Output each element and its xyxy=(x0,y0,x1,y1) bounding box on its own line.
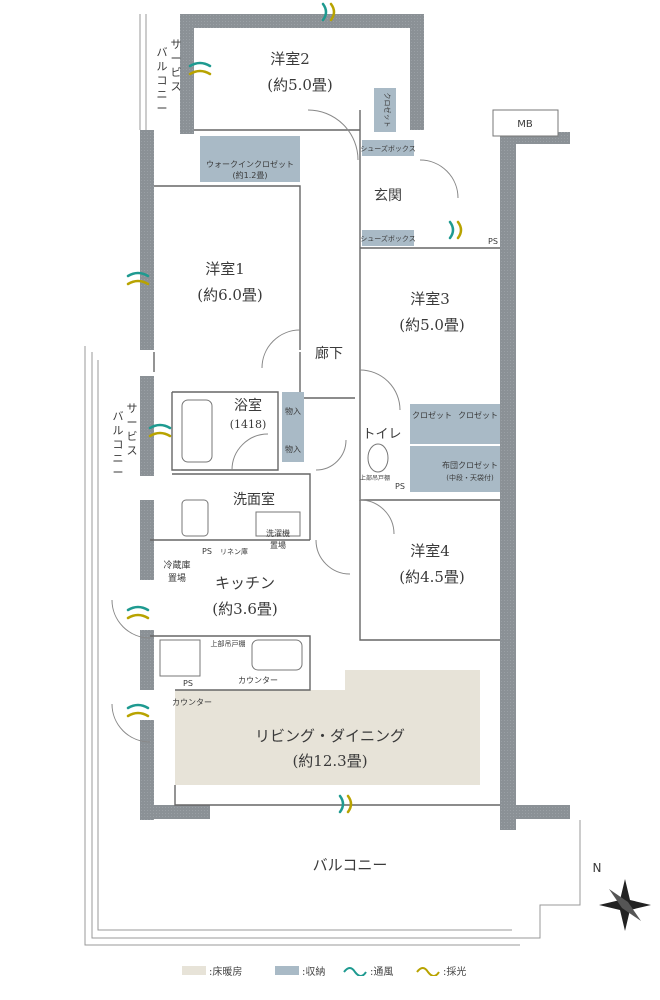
service-left-5: バ xyxy=(113,410,124,423)
legend-wind: :通風 xyxy=(343,963,394,978)
western1-size: (約6.0畳) xyxy=(197,286,263,304)
ps-toilet-label: PS xyxy=(395,482,405,491)
wind-mark-top xyxy=(321,2,336,22)
bathroom-name: 浴室 xyxy=(234,397,262,414)
service-top-9: ー xyxy=(157,102,168,115)
legend: :床暖房 :収納 :通風 :採光 xyxy=(0,958,660,982)
fridge-label-1: 冷蔵庫 xyxy=(163,559,190,571)
western3-size: (約5.0畳) xyxy=(399,316,465,334)
service-top-4: ス xyxy=(171,80,182,93)
floor-heating-area xyxy=(175,670,480,785)
mb-box xyxy=(492,109,559,137)
compass-north-label: N xyxy=(593,861,602,875)
ps-wash-label: PS xyxy=(202,547,212,556)
service-left-7: コ xyxy=(113,438,124,451)
legend-light: :採光 xyxy=(416,963,467,978)
western4-name: 洋室4 xyxy=(410,542,450,560)
fixtures xyxy=(159,399,389,677)
legend-floor-heating: :床暖房 xyxy=(182,963,243,978)
toilet-name: トイレ xyxy=(362,427,401,442)
light-swatch-icon xyxy=(416,967,440,976)
western1-name: 洋室1 xyxy=(205,260,245,278)
service-left-1: サ xyxy=(127,402,138,415)
wind-mark-service xyxy=(188,61,212,76)
washer-label-1: 洗濯機 xyxy=(266,528,290,538)
service-top-1: サ xyxy=(171,38,182,51)
western4-size: (約4.5畳) xyxy=(399,568,465,586)
counter-window-label: カウンター xyxy=(172,698,212,707)
wind-mark-counter xyxy=(126,703,150,718)
legend-wind-label: :通風 xyxy=(370,966,394,978)
fridge-label-2: 置場 xyxy=(168,572,186,584)
upper-cabinet-toilet-label: 上部吊戸棚 xyxy=(360,474,390,482)
ps-entrance-label: PS xyxy=(488,237,498,246)
storage-closet-note: (中段・天袋付) xyxy=(446,473,494,482)
western3-name: 洋室3 xyxy=(410,290,450,308)
kitchen-size: (約3.6畳) xyxy=(212,600,278,618)
service-top-7: コ xyxy=(157,74,168,87)
doors xyxy=(111,109,459,743)
walls xyxy=(140,14,570,830)
upper-cabinet-kitchen-label: 上部吊戸棚 xyxy=(211,639,246,648)
wind-mark-entrance xyxy=(448,220,463,240)
walkin-closet-size: (約1.2畳) xyxy=(233,170,268,180)
living-name: リビング・ダイニング xyxy=(255,727,405,745)
wind-mark-western1 xyxy=(126,271,150,286)
bathroom-size: (1418) xyxy=(230,418,267,431)
compass xyxy=(599,879,651,931)
western2-name: 洋室2 xyxy=(270,50,310,68)
service-top-8: ニ xyxy=(157,88,168,101)
storage-swatch xyxy=(275,965,299,975)
kitchen-name: キッチン xyxy=(215,574,275,592)
service-left-9: ー xyxy=(113,466,124,479)
ps-kitchen-label: PS xyxy=(183,679,193,688)
service-left-8: ニ xyxy=(113,452,124,465)
wind-swatch-icon xyxy=(343,967,367,976)
closet-a-label: クロゼット xyxy=(412,410,452,420)
service-left-4: ス xyxy=(127,444,138,457)
service-top-6: ル xyxy=(157,60,168,73)
mono-a-label: 物入 xyxy=(285,406,301,416)
washer-label-2: 置場 xyxy=(270,540,286,550)
balcony-name: バルコニー xyxy=(313,856,388,874)
entrance-name: 玄関 xyxy=(374,187,402,204)
service-left-6: ル xyxy=(113,424,124,437)
counter-kitchen-label: カウンター xyxy=(238,676,278,685)
balcony-rail xyxy=(84,346,581,946)
closet-top-label: クロゼット xyxy=(383,93,392,128)
mono-b-label: 物入 xyxy=(285,444,301,454)
closet-b-label: クロゼット xyxy=(458,410,498,420)
corridor-name: 廊下 xyxy=(315,345,343,362)
wind-mark-kitchen xyxy=(126,605,150,620)
living-size: (約12.3畳) xyxy=(292,752,367,770)
shoe-box-bottom-label: シューズボックス xyxy=(360,234,415,243)
wind-mark-living xyxy=(338,794,353,814)
service-top-5: バ xyxy=(157,46,168,59)
floor-heating-swatch xyxy=(182,965,206,975)
service-top-3: ビ xyxy=(171,66,182,79)
service-top-2: ー xyxy=(171,52,182,65)
walkin-closet-label: ウォークインクロゼット xyxy=(206,159,294,169)
linen-label: リネン庫 xyxy=(220,547,248,556)
legend-floor-heating-label: :床暖房 xyxy=(209,966,243,978)
shoe-box-top-label: シューズボックス xyxy=(360,144,415,153)
storage-areas xyxy=(200,88,500,492)
service-left-3: ビ xyxy=(127,430,138,443)
labels: 洋室2 (約5.0畳) 洋室1 (約6.0畳) 洋室3 (約5.0畳) 洋室4 … xyxy=(113,38,602,875)
legend-storage-label: :収納 xyxy=(302,966,326,978)
mb-label: MB xyxy=(517,119,533,130)
storage-closet-label: 布団クロゼット xyxy=(442,460,498,470)
western2-size: (約5.0畳) xyxy=(267,76,333,94)
service-left-2: ー xyxy=(127,416,138,429)
legend-light-label: :採光 xyxy=(443,966,467,978)
top-balcony-rail xyxy=(139,14,147,130)
wind-mark-bath xyxy=(148,423,172,438)
washroom-name: 洗面室 xyxy=(233,491,275,508)
legend-storage: :収納 xyxy=(275,963,326,978)
